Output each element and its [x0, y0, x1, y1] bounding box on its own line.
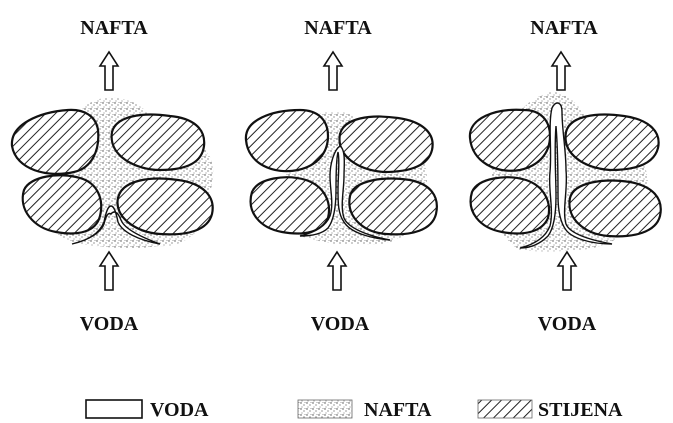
panel-2-rock-top-left — [246, 110, 328, 171]
legend-oil-swatch — [298, 400, 352, 418]
panel-2-top-label: NAFTA — [304, 17, 372, 39]
panel-2-up-arrow-top — [324, 52, 342, 90]
panel-1-rock-bottom-left — [23, 175, 101, 233]
legend-water-label: VODA — [150, 399, 209, 421]
panel-2-up-arrow-bottom — [328, 252, 346, 290]
panel-2-bottom-label: VODA — [311, 313, 370, 335]
legend-water-swatch — [86, 400, 142, 418]
panel-1-bottom-label: VODA — [80, 313, 139, 335]
legend-rock-label: STIJENA — [538, 399, 623, 421]
panel-2-rock-bottom-left — [251, 177, 329, 233]
panel-3-up-arrow-bottom — [558, 252, 576, 290]
legend-item-oil: NAFTA — [298, 399, 432, 421]
panel-3-rock-top-left — [470, 110, 550, 171]
panel-1-rock-bottom-right — [117, 179, 212, 235]
legend: VODA NAFTA STIJENA — [86, 399, 623, 421]
panel-3-top-label: NAFTA — [530, 17, 598, 39]
panel-3-up-arrow-top — [552, 52, 570, 90]
panel-3-rock-bottom-right — [569, 181, 660, 237]
legend-rock-swatch — [478, 400, 532, 418]
panel-1: NAFTA VODA — [12, 17, 214, 335]
panel-1-rock-top-left — [12, 110, 98, 174]
panel-3-bottom-label: VODA — [538, 313, 597, 335]
panel-3-rock-bottom-left — [471, 177, 549, 233]
legend-oil-label: NAFTA — [364, 399, 432, 421]
legend-item-water: VODA — [86, 399, 209, 421]
panel-3: NAFTA VODA — [470, 17, 661, 335]
panel-2: NAFTA VODA — [246, 17, 437, 335]
panel-2-rock-bottom-right — [349, 179, 436, 235]
panel-2-rock-top-right — [340, 117, 433, 172]
panel-1-top-label: NAFTA — [80, 17, 148, 39]
legend-item-rock: STIJENA — [478, 399, 623, 421]
panel-1-up-arrow-bottom — [100, 252, 118, 290]
panel-3-rock-top-right — [566, 115, 659, 170]
panel-1-up-arrow-top — [100, 52, 118, 90]
